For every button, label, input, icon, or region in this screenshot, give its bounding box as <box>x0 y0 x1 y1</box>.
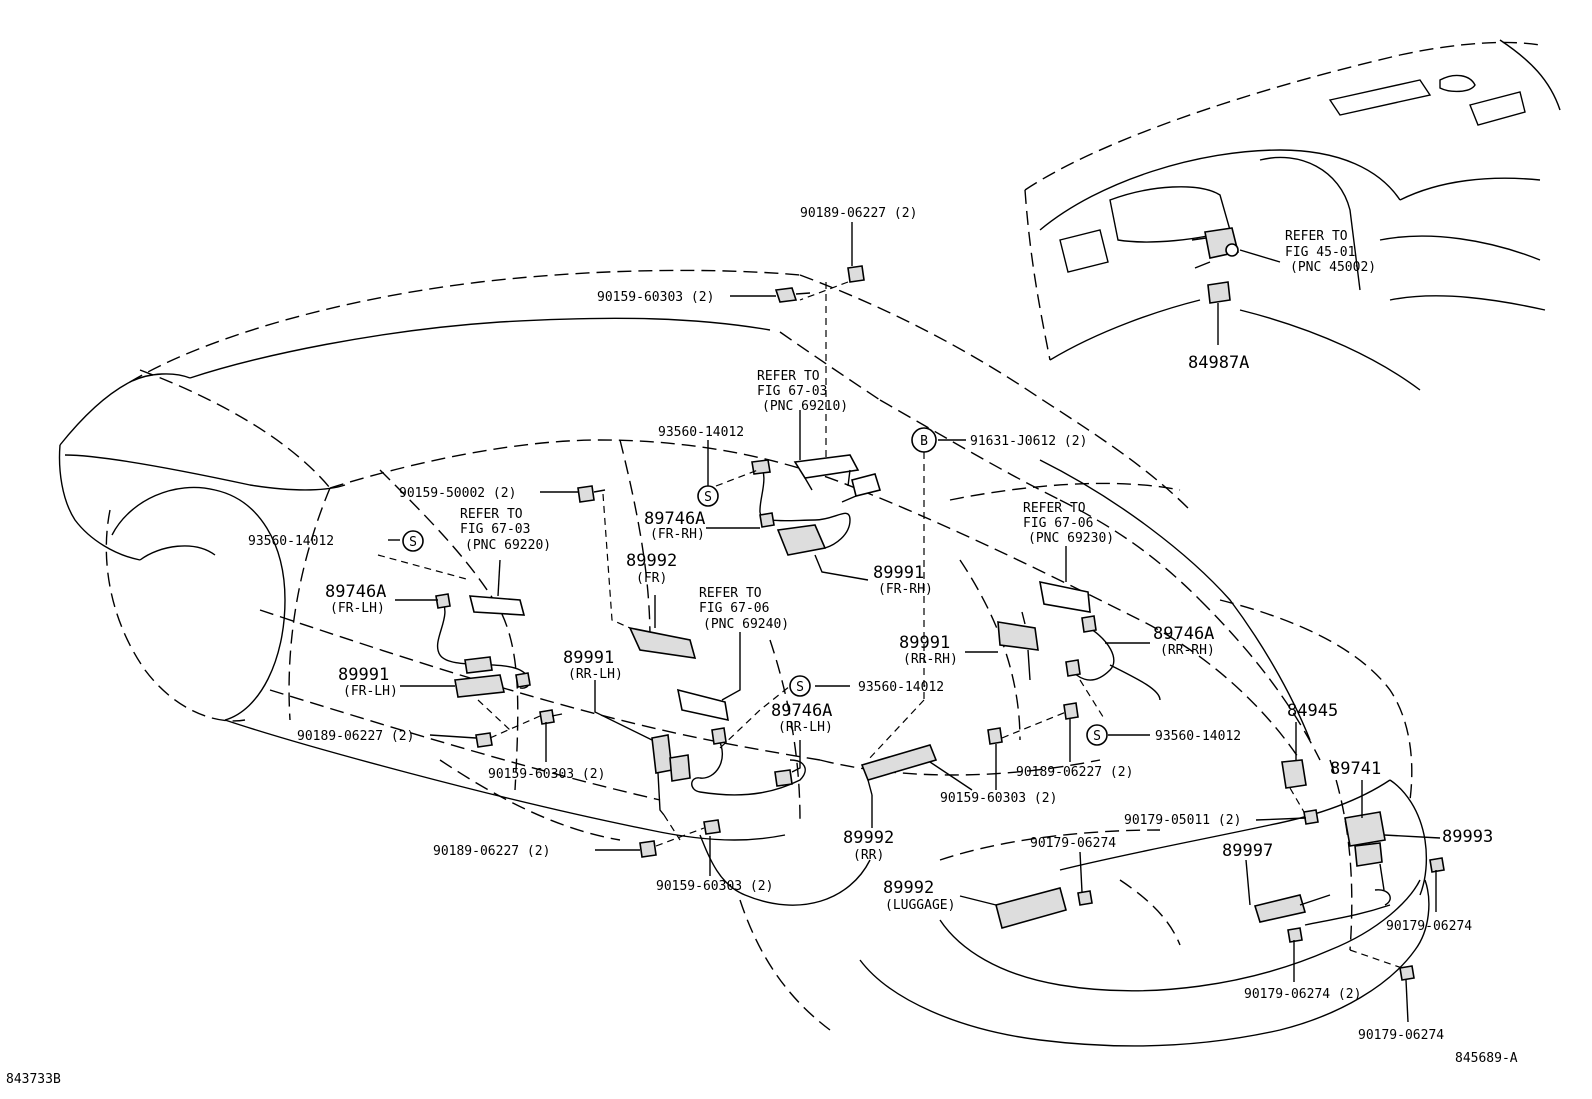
label-89992-fr-sub: (FR) <box>636 571 667 586</box>
label-89992-luggage: 89992 <box>883 878 934 898</box>
label-90189-right: 90189-06227 (2) <box>1016 765 1133 780</box>
label-89991-rrlh: 89991 <box>563 648 614 668</box>
symbol-s-right: S <box>1086 724 1108 746</box>
label-93560-right: 93560-14012 <box>1155 729 1241 744</box>
symbol-s-mid: S <box>789 675 811 697</box>
label-89991-rrrh-sub: (RR-RH) <box>903 652 958 667</box>
label-89991-rrlh-sub: (RR-LH) <box>568 667 623 682</box>
part-shapes <box>435 265 1445 981</box>
label-93560-top: 93560-14012 <box>658 425 744 440</box>
label-refer-4501-3: (PNC 45002) <box>1290 260 1376 275</box>
image-ref-right: 845689-A <box>1455 1051 1518 1066</box>
part-labels: 90189-06227 (2) 90159-60303 (2) REFER TO… <box>248 206 1493 1043</box>
label-refer-4501-1: REFER TO <box>1285 229 1348 244</box>
label-90159-bottom: 90159-60303 (2) <box>656 879 773 894</box>
svg-text:S: S <box>1093 729 1101 744</box>
label-refer-6703-b-3: (PNC 69220) <box>465 538 551 553</box>
label-89991-rrrh: 89991 <box>899 633 950 653</box>
label-90189-bottom: 90189-06227 (2) <box>433 844 550 859</box>
label-89997: 89997 <box>1222 841 1273 861</box>
label-89746a-rrlh: 89746A <box>771 701 832 721</box>
symbol-b: B <box>911 427 937 453</box>
label-refer-4501-2: FIG 45-01 <box>1285 245 1355 260</box>
svg-text:S: S <box>796 680 804 695</box>
symbol-s-left: S <box>402 530 424 552</box>
label-90179-right: 90179-06274 <box>1386 919 1472 934</box>
label-refer-6703-a-3: (PNC 69210) <box>762 399 848 414</box>
label-refer-6706-b-3: (PNC 69230) <box>1028 531 1114 546</box>
label-refer-6703-b-1: REFER TO <box>460 507 523 522</box>
label-89741: 89741 <box>1330 759 1381 779</box>
label-90159-50002: 90159-50002 (2) <box>399 486 516 501</box>
label-refer-6703-a-1: REFER TO <box>757 369 820 384</box>
label-91631: 91631-J0612 (2) <box>970 434 1087 449</box>
car-phantom-lines <box>105 269 1413 1031</box>
label-89991-frlh-sub: (FR-LH) <box>343 684 398 699</box>
label-93560-mid: 93560-14012 <box>858 680 944 695</box>
label-refer-6706-b-1: REFER TO <box>1023 501 1086 516</box>
label-89993: 89993 <box>1442 827 1493 847</box>
label-refer-6703-a-2: FIG 67-03 <box>757 384 827 399</box>
svg-text:B: B <box>920 434 928 449</box>
label-84987a: 84987A <box>1188 353 1249 373</box>
svg-text:S: S <box>704 490 712 505</box>
label-90189-top: 90189-06227 (2) <box>800 206 917 221</box>
label-89746a-frrh: 89746A <box>644 509 705 529</box>
symbol-s-top: S <box>697 485 719 507</box>
label-90159-top: 90159-60303 (2) <box>597 290 714 305</box>
label-90159-right: 90159-60303 (2) <box>940 791 1057 806</box>
label-84945: 84945 <box>1287 701 1338 721</box>
label-90189-left: 90189-06227 (2) <box>297 729 414 744</box>
label-93560-left: 93560-14012 <box>248 534 334 549</box>
car-body-outline <box>58 317 1430 1047</box>
label-90179-mid: 90179-06274 <box>1030 836 1116 851</box>
label-89991-frlh: 89991 <box>338 665 389 685</box>
label-refer-6703-b-2: FIG 67-03 <box>460 522 530 537</box>
label-89746a-rrlh-sub: (RR-LH) <box>778 720 833 735</box>
label-refer-6706-a-2: FIG 67-06 <box>699 601 769 616</box>
image-ref-left: 843733B <box>6 1072 61 1087</box>
label-refer-6706-b-2: FIG 67-06 <box>1023 516 1093 531</box>
svg-text:S: S <box>409 535 417 550</box>
label-90179-two: 90179-06274 (2) <box>1244 987 1361 1002</box>
label-90159-left: 90159-60303 (2) <box>488 767 605 782</box>
label-90179-bottom: 90179-06274 <box>1358 1028 1444 1043</box>
label-89746a-frlh: 89746A <box>325 582 386 602</box>
label-89991-frrh: 89991 <box>873 563 924 583</box>
label-89992-fr: 89992 <box>626 551 677 571</box>
leader-lines <box>377 222 1441 1023</box>
dashboard-inset <box>1024 39 1561 391</box>
label-89746a-frlh-sub: (FR-LH) <box>330 601 385 616</box>
label-89991-frrh-sub: (FR-RH) <box>878 582 933 597</box>
label-89992-rr-sub: (RR) <box>853 848 884 863</box>
label-refer-6706-a-1: REFER TO <box>699 586 762 601</box>
label-89746a-frrh-sub: (FR-RH) <box>650 527 705 542</box>
label-89992-luggage-sub: (LUGGAGE) <box>885 898 955 913</box>
label-89992-rr: 89992 <box>843 828 894 848</box>
label-refer-6706-a-3: (PNC 69240) <box>703 617 789 632</box>
label-90179-05011: 90179-05011 (2) <box>1124 813 1241 828</box>
label-89746a-rrrh-sub: (RR-RH) <box>1160 643 1215 658</box>
label-89746a-rrrh: 89746A <box>1153 624 1214 644</box>
